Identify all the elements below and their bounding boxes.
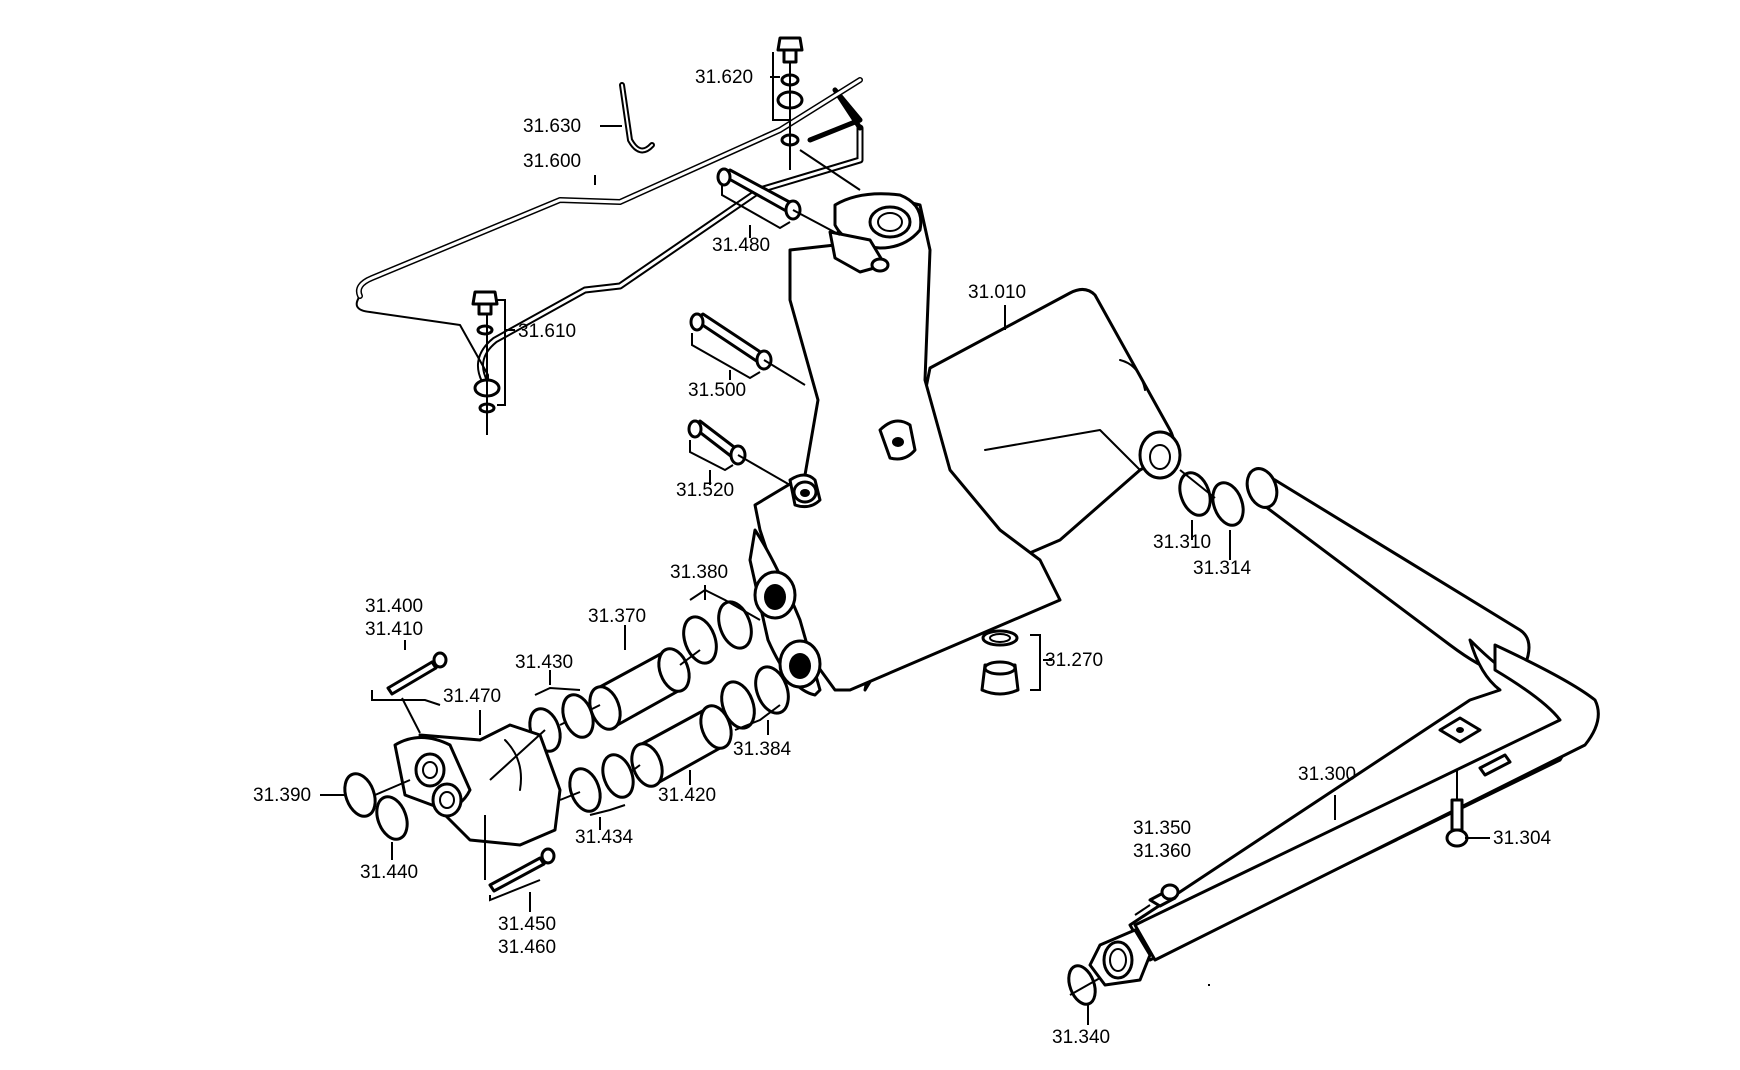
screw-31304 <box>1445 770 1469 848</box>
bolt-31400 <box>371 651 448 734</box>
label-31370: 31.370 <box>588 606 646 627</box>
label-31480: 31.480 <box>712 235 770 256</box>
label-31270: 31.270 <box>1045 650 1103 671</box>
label-31300: 31.300 <box>1298 764 1356 785</box>
label-31630: 31.630 <box>523 116 581 137</box>
label-31460: 31.460 <box>498 937 556 958</box>
rings-31434 <box>559 753 635 816</box>
label-31350: 31.350 <box>1133 818 1191 839</box>
fitting-31610 <box>471 290 506 435</box>
bolt-31480 <box>716 167 841 236</box>
ring-31440 <box>375 795 409 860</box>
label-31610: 31.610 <box>518 321 576 342</box>
label-31310: 31.310 <box>1153 532 1211 553</box>
label-31314: 31.314 <box>1193 558 1252 579</box>
label-31470: 31.470 <box>443 686 501 707</box>
label-31520: 31.520 <box>676 480 734 501</box>
label-31410: 31.410 <box>365 619 423 640</box>
label-31304: 31.304 <box>1493 828 1552 849</box>
label-31390: 31.390 <box>253 785 311 806</box>
screw-31350 <box>1134 883 1180 916</box>
main-housing-31010 <box>748 192 1182 697</box>
sleeve-31420 <box>619 704 733 788</box>
label-31360: 31.360 <box>1133 841 1191 862</box>
label-31380: 31.380 <box>670 562 728 583</box>
label-31620: 31.620 <box>695 67 753 88</box>
label-31340: 31.340 <box>1052 1027 1110 1048</box>
label-31400: 31.400 <box>365 596 423 617</box>
bolt-31500 <box>689 312 806 386</box>
fitting-31620 <box>772 36 861 191</box>
label-31430: 31.430 <box>515 652 573 673</box>
block-31470 <box>393 723 562 880</box>
ring-31340 <box>1067 964 1101 1006</box>
tube-31300 <box>1088 467 1600 987</box>
leader-lines <box>320 76 1490 1025</box>
bolt-31520 <box>687 419 791 486</box>
label-31384: 31.384 <box>733 739 792 760</box>
rings-31380 <box>682 588 761 665</box>
label-31440: 31.440 <box>360 862 418 883</box>
label-31420: 31.420 <box>658 785 716 806</box>
rings-31384 <box>720 665 790 731</box>
label-31434: 31.434 <box>575 827 634 848</box>
hook-31630 <box>619 82 655 154</box>
label-31450: 31.450 <box>498 914 556 935</box>
bolt-31450 <box>488 847 556 902</box>
rings-31310-31314 <box>1178 469 1245 560</box>
part-labels: 31.010 31.270 31.300 31.304 31.310 31.31… <box>253 67 1552 1048</box>
label-31500: 31.500 <box>688 380 746 401</box>
ring-31390 <box>343 772 411 818</box>
label-31600: 31.600 <box>523 151 581 172</box>
label-31010: 31.010 <box>968 282 1026 303</box>
